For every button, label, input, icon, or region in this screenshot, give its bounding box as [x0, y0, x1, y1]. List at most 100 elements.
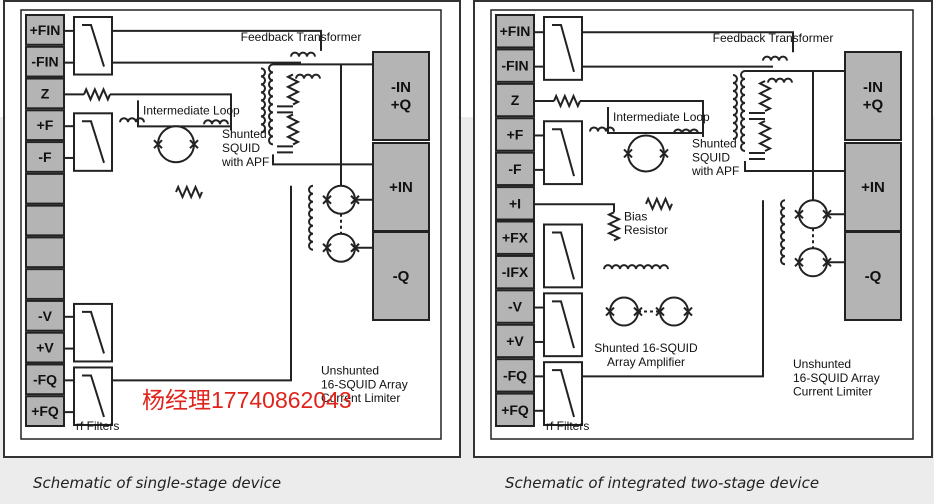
pin-box — [25, 172, 65, 205]
shunt-capacitor — [749, 112, 765, 121]
josephson-junction — [322, 195, 332, 205]
filter-symbol — [552, 300, 575, 349]
pin-box — [495, 117, 535, 152]
input-coil — [740, 70, 746, 153]
pin-label: -FIN — [31, 54, 58, 70]
pin-box — [495, 358, 535, 393]
flux-coil — [119, 117, 145, 123]
filter-symbol — [552, 231, 575, 280]
pin-label: +FX — [502, 230, 529, 246]
wire — [112, 29, 322, 51]
filter-symbol — [82, 374, 105, 418]
pin-box — [25, 395, 65, 428]
array-coil — [308, 184, 314, 251]
apf-resistor — [175, 184, 203, 200]
wire — [582, 200, 764, 378]
feedback-coil — [290, 51, 316, 57]
pin-label: -F — [38, 149, 52, 165]
input-squid — [157, 125, 195, 164]
shunt-capacitor — [749, 152, 765, 161]
pin-label: +FQ — [31, 403, 59, 419]
output-label: +IN — [389, 179, 413, 196]
rf-filters-label: rf Filters — [546, 419, 589, 433]
apf-resistor — [645, 196, 673, 212]
pin-box — [25, 236, 65, 269]
intermediate-loop-label: Intermediate Loop — [613, 110, 710, 124]
bias-resistor — [606, 211, 622, 242]
caption-single-stage: Schematic of single-stage device — [33, 474, 282, 492]
josephson-junction — [322, 243, 332, 253]
feedback-transformer-label: Feedback Transformer — [713, 31, 834, 45]
josephson-junction — [605, 306, 615, 317]
feedback-coil — [762, 55, 788, 61]
wire — [582, 31, 794, 53]
feedback-coil — [295, 73, 321, 79]
pin-box — [495, 323, 535, 359]
filter-f — [73, 112, 113, 172]
single-stage-schematic: +FIN-FINZ+F-F-V+V-FQ+FQ-IN+Q+IN-QFeedbac… — [20, 9, 442, 440]
filter-symbol — [82, 120, 105, 164]
shunt-resistor — [757, 80, 773, 112]
filter-symbol — [82, 24, 105, 67]
josephson-junction — [189, 139, 199, 149]
z-resistor — [553, 93, 581, 109]
wire — [580, 100, 704, 138]
pin-label: +F — [507, 126, 524, 142]
filter-symbol — [82, 310, 105, 354]
josephson-junction — [623, 148, 633, 159]
pin-box — [25, 268, 65, 300]
pin-box — [495, 186, 535, 221]
apf-coil — [673, 128, 699, 134]
pin-label: Z — [511, 92, 520, 108]
pin-label: -IFX — [502, 264, 529, 280]
pin-label: -V — [508, 299, 523, 315]
shunt-resistor — [285, 73, 301, 106]
feedback-coil — [767, 77, 793, 83]
output-label: -IN+Q — [391, 79, 412, 113]
filter-fx — [543, 223, 583, 289]
wire — [272, 154, 373, 166]
pin-label: +V — [36, 340, 54, 356]
pin-label: +I — [509, 195, 521, 211]
shunt-resistor — [757, 120, 773, 152]
wire — [607, 107, 703, 135]
shunt-capacitor — [277, 145, 293, 154]
z-resistor — [83, 86, 111, 102]
pin-label: +F — [37, 117, 54, 133]
array-coil — [780, 199, 786, 266]
apf-coil — [203, 119, 229, 125]
intermediate-coil — [732, 74, 738, 141]
inner-frame — [20, 9, 442, 440]
pin-box — [495, 220, 535, 255]
input-coil — [268, 63, 274, 146]
filter-v — [73, 302, 113, 363]
amp-squid — [659, 296, 689, 327]
filter-symbol — [552, 128, 575, 177]
intermediate-coil — [260, 67, 266, 134]
josephson-junction — [153, 139, 163, 149]
inner-frame — [490, 9, 914, 440]
watermark-text: 杨经理17740862043 — [142, 387, 352, 413]
pin-box — [495, 151, 535, 187]
pin-box — [25, 77, 65, 110]
wire — [534, 203, 615, 213]
rf-filters-label: rf Filters — [76, 419, 119, 433]
josephson-junction — [683, 306, 693, 317]
pin-label: -FIN — [501, 58, 528, 74]
filter-v — [543, 292, 583, 358]
array-squid — [326, 232, 356, 263]
pin-label: Z — [41, 85, 50, 101]
output-box — [372, 231, 430, 321]
pin-box — [495, 14, 535, 49]
wire — [112, 185, 292, 382]
amp-squid — [609, 296, 639, 327]
pin-label: -FQ — [33, 371, 57, 387]
pin-label: +FIN — [500, 23, 531, 39]
pin-label: +FIN — [30, 22, 61, 38]
caption-two-stage: Schematic of integrated two-stage device — [505, 474, 820, 492]
